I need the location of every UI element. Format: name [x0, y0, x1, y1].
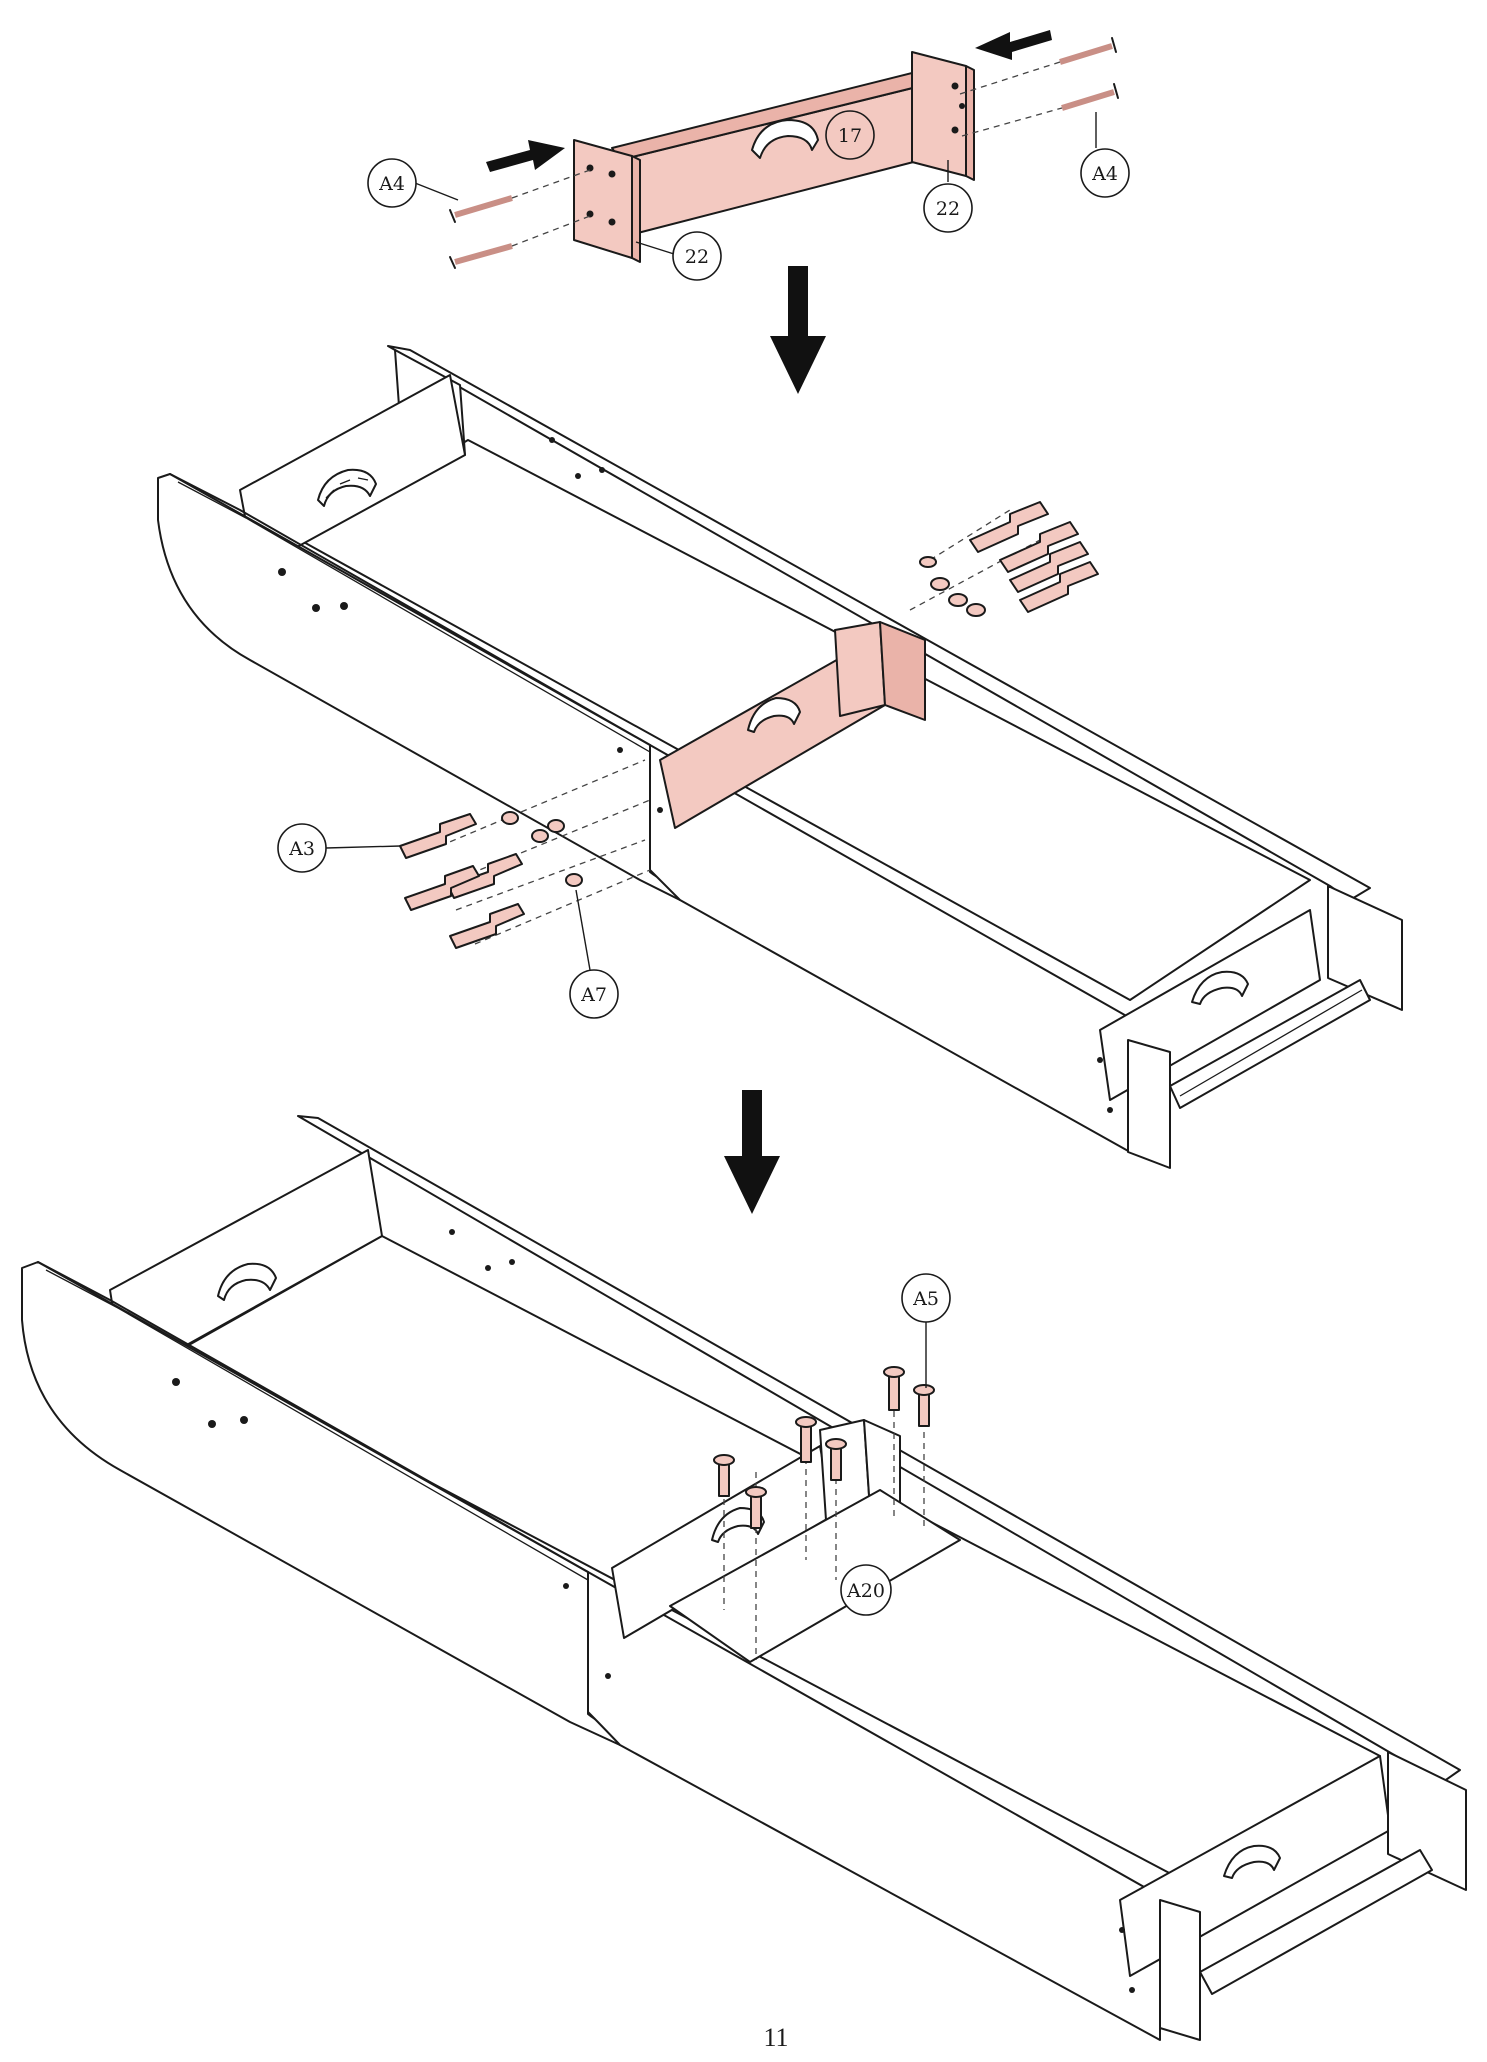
drawer3-divider-floor	[669, 1489, 961, 1663]
bolts-a3-left	[399, 811, 583, 949]
nails-a4-left	[449, 169, 591, 269]
drawer3-front-right	[587, 1571, 1161, 2041]
end-block-22-right-side	[965, 65, 975, 181]
end-block-22-left-side	[631, 155, 641, 263]
callout-a20: A20	[840, 1564, 892, 1616]
nails-a4-right	[959, 37, 1119, 137]
bolts-right	[919, 501, 1099, 617]
down-arrow-2	[724, 1090, 780, 1214]
callout-a7-label: A7	[580, 984, 607, 1006]
drawer-front	[1327, 885, 1403, 1011]
installed-divider-face	[834, 621, 886, 717]
callout-a5: A5	[901, 1273, 951, 1388]
callout-a3-label: A3	[288, 838, 315, 860]
screws-a5	[713, 1366, 935, 1660]
callout-22-left: 22	[635, 231, 722, 281]
callout-22-left-label: 22	[685, 246, 709, 268]
down-arrow-1	[770, 266, 826, 394]
front-side-panel-right	[649, 744, 1131, 1153]
step2-drawer-body	[157, 345, 1403, 1169]
end-block-22-right	[911, 51, 967, 177]
callout-a4-right-label: A4	[1091, 163, 1118, 185]
step3-drawer-complete	[21, 1115, 1467, 2041]
drawer3-front	[1387, 1751, 1467, 1891]
callout-part-17: 17	[825, 110, 875, 160]
push-arrow-left	[486, 140, 565, 172]
divider-handle-cutout	[751, 119, 819, 159]
callout-a20-label: A20	[846, 1580, 885, 1602]
push-arrow-right	[975, 30, 1052, 60]
drawer3-runner	[1199, 1849, 1433, 1995]
callout-22-right-label: 22	[936, 198, 960, 220]
drawer3-right-end-panel	[1159, 1899, 1201, 2041]
callout-a4-left-label: A4	[378, 173, 405, 195]
callout-a5-label: A5	[912, 1288, 939, 1310]
page-number: 11	[763, 2023, 788, 2052]
callout-22-right: 22	[923, 160, 973, 233]
callout-a4-left: A4	[367, 158, 459, 208]
step1-divider-assembly	[449, 30, 1119, 269]
right-end-panel	[1127, 1039, 1171, 1169]
callout-part-17-label: 17	[838, 125, 862, 147]
callout-a4-right: A4	[1080, 112, 1130, 198]
callout-a3: A3	[277, 823, 401, 873]
end-block-22-left	[573, 139, 633, 259]
callout-a7: A7	[569, 889, 619, 1019]
